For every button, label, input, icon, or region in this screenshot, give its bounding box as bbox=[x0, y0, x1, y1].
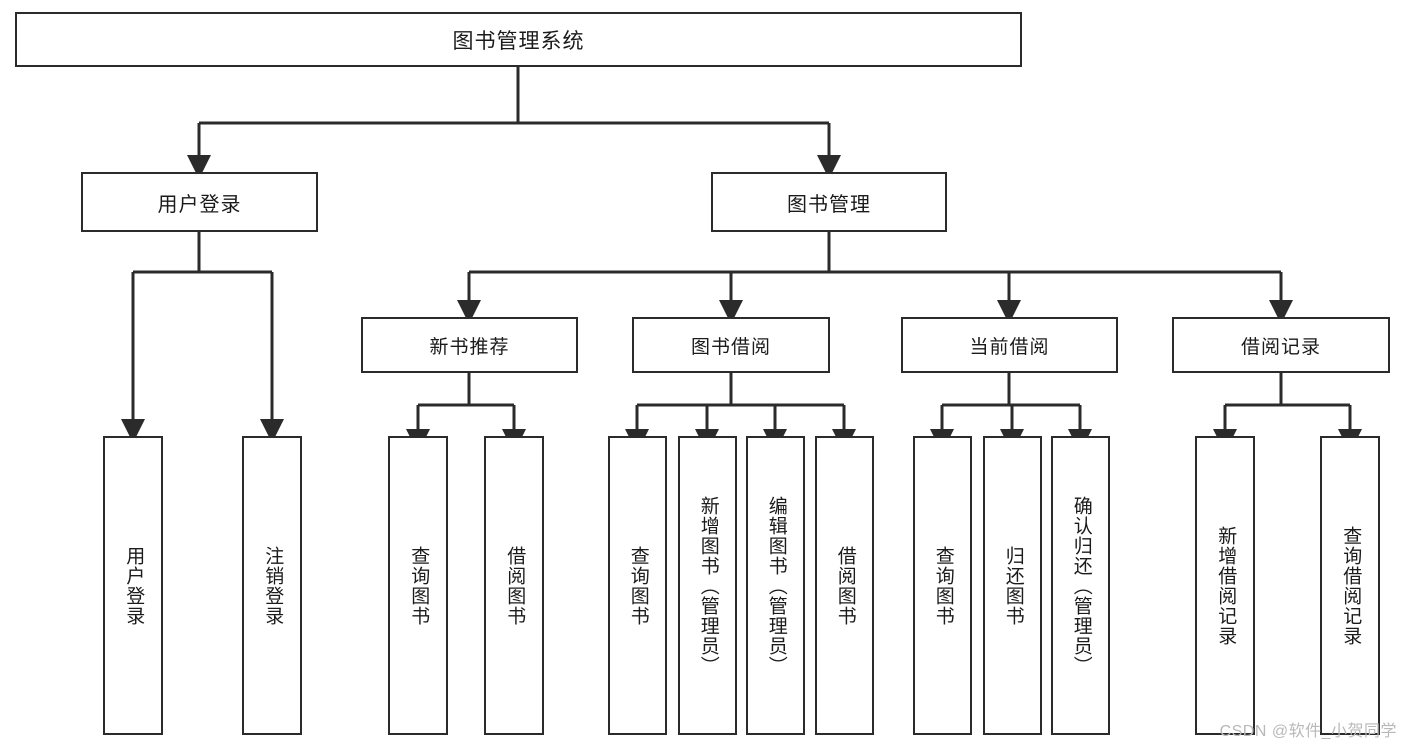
leaf-node[interactable]: 确认归还（管理员） bbox=[1051, 436, 1110, 735]
leaf-node[interactable]: 借阅图书 bbox=[484, 436, 544, 735]
leaf-node-label: 注销登录 bbox=[262, 545, 284, 626]
node-new-book-recommend[interactable]: 新书推荐 bbox=[361, 317, 578, 373]
node-user-login-label: 用户登录 bbox=[157, 193, 242, 216]
leaf-node-label: 查询图书 bbox=[408, 545, 430, 626]
leaf-node-label: 归还图书 bbox=[1002, 545, 1024, 626]
leaf-node-label: 借阅图书 bbox=[504, 545, 526, 626]
node-root-system[interactable]: 图书管理系统 bbox=[15, 12, 1022, 67]
leaf-node-label: 确认归还（管理员） bbox=[1070, 495, 1092, 676]
node-book-borrow[interactable]: 图书借阅 bbox=[632, 317, 830, 373]
leaf-node[interactable]: 查询图书 bbox=[608, 436, 667, 735]
leaf-node[interactable]: 注销登录 bbox=[242, 436, 302, 735]
node-new-book-recommend-label: 新书推荐 bbox=[429, 336, 510, 358]
leaf-node[interactable]: 新增借阅记录 bbox=[1195, 436, 1255, 735]
node-book-management-label: 图书管理 bbox=[787, 193, 871, 216]
leaf-node[interactable]: 用户登录 bbox=[103, 436, 163, 735]
csdn-watermark: CSDN @软件_小贺同学 bbox=[1219, 723, 1397, 740]
leaf-node-label: 用户登录 bbox=[123, 545, 145, 626]
leaf-node-label: 借阅图书 bbox=[834, 545, 856, 626]
leaf-node-label: 查询图书 bbox=[932, 545, 954, 626]
node-user-login[interactable]: 用户登录 bbox=[81, 172, 318, 232]
node-current-borrow[interactable]: 当前借阅 bbox=[901, 317, 1118, 373]
node-book-borrow-label: 图书借阅 bbox=[690, 336, 771, 358]
leaf-node-label: 新增图书（管理员） bbox=[697, 495, 719, 676]
leaf-node-label: 查询借阅记录 bbox=[1340, 525, 1362, 646]
leaf-node[interactable]: 查询图书 bbox=[913, 436, 972, 735]
leaf-node[interactable]: 借阅图书 bbox=[815, 436, 874, 735]
leaf-node[interactable]: 归还图书 bbox=[983, 436, 1042, 735]
leaf-node-label: 查询图书 bbox=[627, 545, 649, 626]
node-borrow-records-label: 借阅记录 bbox=[1240, 336, 1321, 358]
leaf-node-label: 编辑图书（管理员） bbox=[765, 495, 787, 676]
leaf-node-label: 新增借阅记录 bbox=[1215, 525, 1237, 646]
leaf-node[interactable]: 编辑图书（管理员） bbox=[746, 436, 805, 735]
node-book-management[interactable]: 图书管理 bbox=[711, 172, 947, 232]
leaf-node[interactable]: 查询借阅记录 bbox=[1320, 436, 1380, 735]
leaf-node[interactable]: 查询图书 bbox=[388, 436, 448, 735]
node-root-label: 图书管理系统 bbox=[452, 29, 585, 53]
node-borrow-records[interactable]: 借阅记录 bbox=[1172, 317, 1390, 373]
leaf-node[interactable]: 新增图书（管理员） bbox=[678, 436, 737, 735]
node-current-borrow-label: 当前借阅 bbox=[969, 336, 1050, 358]
